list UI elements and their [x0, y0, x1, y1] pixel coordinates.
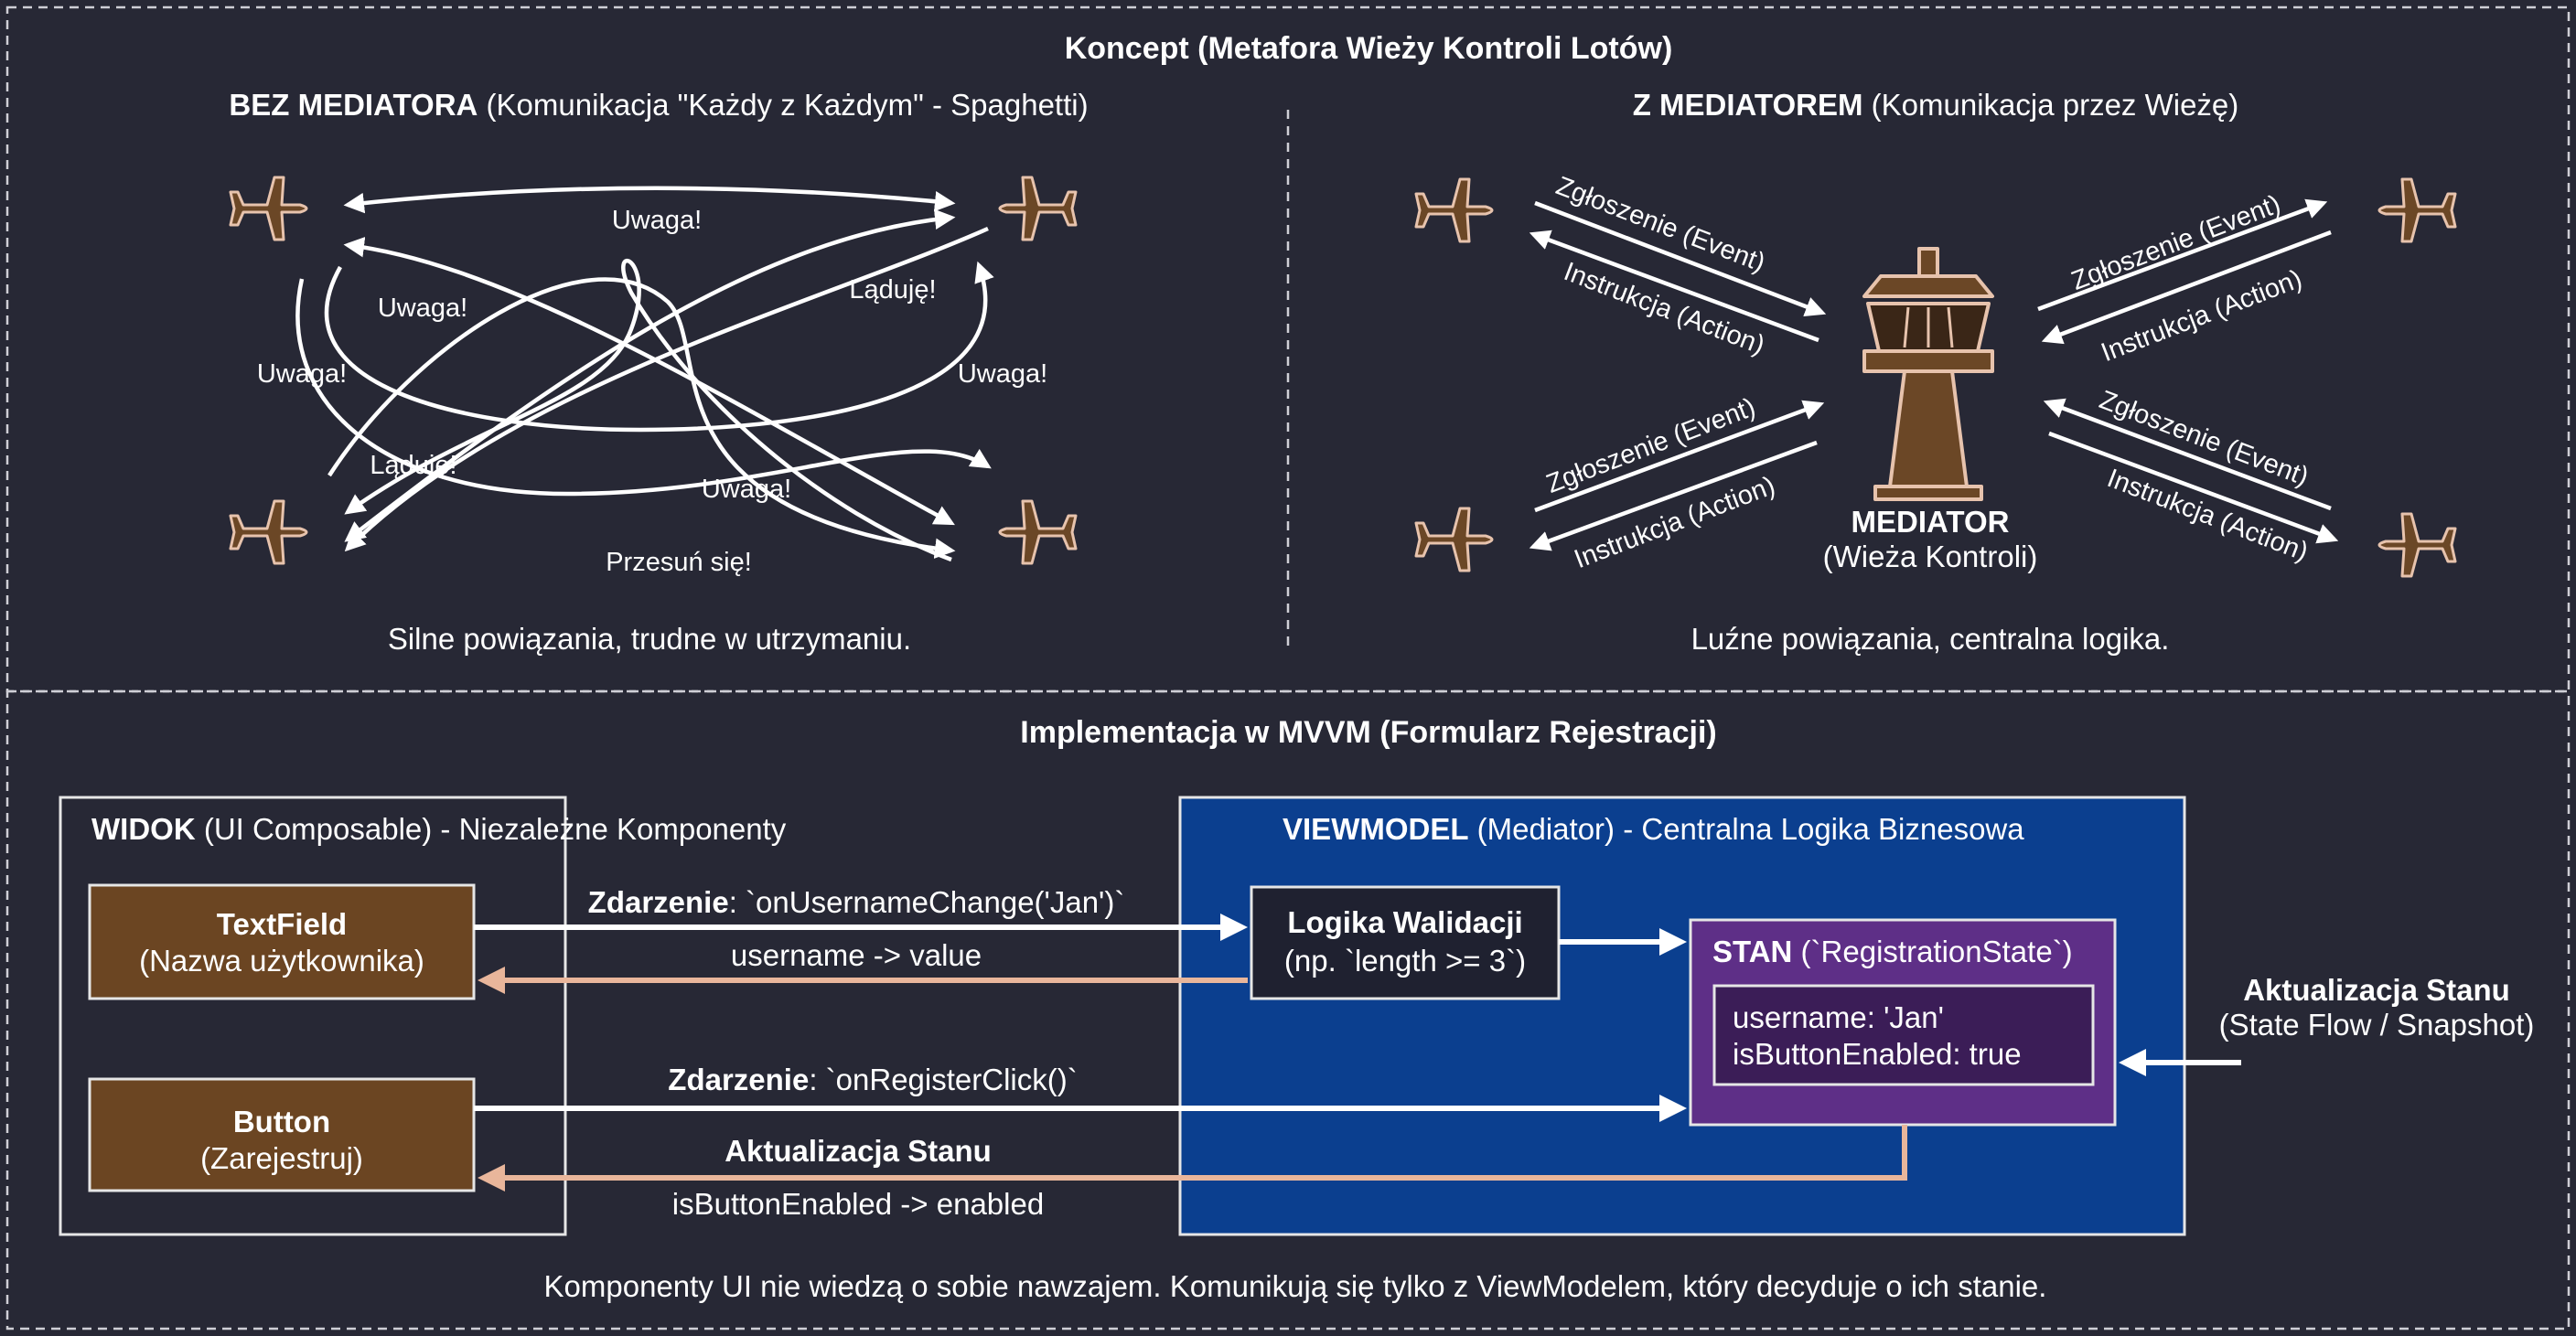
- binding-arrows: [478, 967, 1907, 1192]
- spaghetti-connections: [295, 186, 994, 562]
- view-heading: WIDOK (UI Composable) - Niezależne Kompo…: [91, 812, 787, 846]
- implementation-section-border: [5, 689, 2571, 1331]
- external-update-title: Aktualizacja Stanu: [2243, 973, 2510, 1007]
- validation-logic-subtitle: (np. `length >= 3`): [1284, 944, 1526, 978]
- mediator-title: MEDIATOR: [1852, 505, 2010, 539]
- implementation-title: Implementacja w MVVM (Formularz Rejestra…: [1020, 715, 1716, 750]
- with-mediator-heading: Z MEDIATOREM (Komunikacja przez Wieżę): [1633, 88, 2239, 122]
- state-heading: STAN (`RegistrationState`): [1712, 935, 2073, 968]
- svg-text:Ląduję!: Ląduję!: [849, 275, 936, 305]
- airplane-icon: [2377, 512, 2457, 578]
- airplane-icon: [229, 176, 308, 241]
- svg-text:Uwaga!: Uwaga!: [702, 475, 791, 504]
- textfield-subtitle: (Nazwa użytkownika): [139, 944, 424, 978]
- external-update-subtitle: (State Flow / Snapshot): [2219, 1008, 2535, 1042]
- state-values-box: [1712, 984, 2095, 1086]
- textfield-component: [88, 883, 476, 1000]
- svg-text:Uwaga!: Uwaga!: [612, 206, 702, 235]
- mediator-subtitle: (Wieża Kontroli): [1823, 540, 2038, 573]
- event-arrows: [474, 914, 2241, 1122]
- svg-text:Uwaga!: Uwaga!: [958, 359, 1047, 389]
- register-click-event: Zdarzenie: `onRegisterClick()`: [668, 1063, 1077, 1096]
- state-update-label: Aktualizacja Stanu: [724, 1134, 992, 1168]
- textfield-title: TextField: [217, 907, 347, 941]
- viewmodel-heading: VIEWMODEL (Mediator) - Centralna Logika …: [1283, 812, 2024, 846]
- state-button-enabled: isButtonEnabled: true: [1733, 1037, 2022, 1071]
- mediator-connections: [1529, 198, 2339, 551]
- svg-text:Przesuń się!: Przesuń się!: [606, 548, 752, 577]
- spaghetti-messages: Uwaga! Uwaga! Ląduję! Uwaga! Uwaga! Lądu…: [257, 206, 1047, 577]
- state-username: username: 'Jan': [1733, 1000, 1944, 1034]
- button-title: Button: [233, 1105, 330, 1138]
- svg-text:Uwaga!: Uwaga!: [378, 294, 467, 323]
- validation-logic-title: Logika Walidacji: [1287, 905, 1522, 939]
- control-tower-icon: [1862, 247, 1994, 501]
- button-enabled-binding: isButtonEnabled -> enabled: [672, 1187, 1044, 1221]
- no-mediator-caption: Silne powiązania, trudne w utrzymaniu.: [388, 622, 911, 656]
- view-panel: [59, 796, 567, 1236]
- svg-text:Uwaga!: Uwaga!: [257, 359, 347, 389]
- validation-logic-box: [1250, 885, 1561, 1000]
- no-mediator-heading: BEZ MEDIATORA (Komunikacja "Każdy z Każd…: [229, 88, 1088, 122]
- airplane-icon: [2377, 177, 2457, 243]
- with-mediator-caption: Luźne powiązania, centralna logika.: [1691, 622, 2170, 656]
- button-subtitle: (Zarejestruj): [200, 1141, 363, 1175]
- airplane-icon: [998, 499, 1078, 565]
- svg-text:Ląduję!: Ląduję!: [370, 451, 456, 480]
- implementation-footer: Komponenty UI nie wiedzą o sobie nawzaje…: [544, 1269, 2047, 1303]
- airplane-icon: [1414, 177, 1494, 243]
- airplane-icon: [1414, 507, 1494, 572]
- username-change-event: Zdarzenie: `onUsernameChange('Jan')`: [588, 885, 1125, 919]
- button-component: [88, 1077, 476, 1192]
- airplane-icon: [998, 176, 1078, 241]
- airplane-icon: [229, 499, 308, 565]
- concept-title: Koncept (Metafora Wieży Kontroli Lotów): [1065, 31, 1673, 66]
- username-binding: username -> value: [731, 938, 982, 972]
- svg-text:Zgłoszenie (Event): Zgłoszenie (Event): [1542, 392, 1759, 499]
